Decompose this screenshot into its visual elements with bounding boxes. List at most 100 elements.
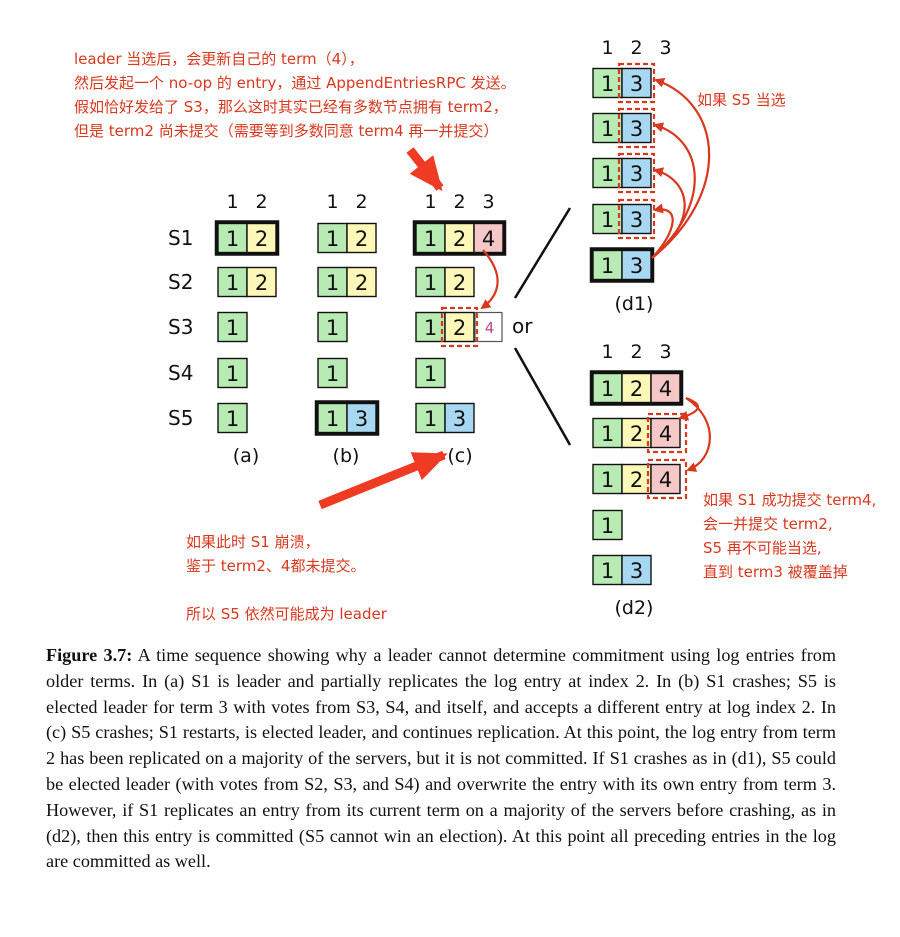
log-entry-d1-s2-2 — [621, 112, 652, 144]
annotation-if-s1-commits-term4-line-0: 如果 S1 成功提交 term4, — [703, 491, 876, 509]
scenario-caption-d2: (d2) — [615, 597, 654, 619]
replication-arrow-d1-s2 — [651, 122, 696, 259]
dashed-box-d1-s4 — [617, 198, 656, 240]
log-entry-term-d1-s4-2: 3 — [630, 208, 643, 232]
log-entry-term-d2-s3-2: 2 — [630, 468, 643, 492]
log-entry-term-d1-s2-2: 3 — [630, 117, 643, 141]
annotation-if-s1-commits-term4-line-3: 直到 term3 被覆盖掉 — [703, 563, 848, 581]
scenario-caption-d1: (d1) — [615, 293, 654, 315]
log-entry-term-b-s4-1: 1 — [326, 362, 339, 386]
log-entry-term-d1-s3-2: 3 — [630, 162, 643, 186]
index-header-d1-2: 2 — [630, 37, 642, 59]
annotation-if-s5-elected: 如果 S5 当选 — [697, 91, 786, 109]
annotation-leader-elected-line-1: 然后发起一个 no-op 的 entry，通过 AppendEntriesRPC… — [74, 74, 516, 92]
log-entry-a-s1-2 — [246, 222, 277, 254]
log-entry-c-s3-2 — [444, 311, 475, 343]
dashed-box-d1-s3 — [617, 152, 656, 194]
log-entry-d2-s4-1 — [592, 509, 623, 541]
log-entry-term-b-s5-1: 1 — [326, 407, 339, 431]
server-label-s4: S4 — [168, 361, 193, 385]
log-entry-term-a-s4-1: 1 — [226, 362, 239, 386]
log-entry-d1-s2-1 — [592, 112, 623, 144]
log-entry-term-d2-s1-3: 4 — [659, 377, 672, 401]
log-entry-term-d2-s2-2: 2 — [630, 422, 643, 446]
log-entry-term-c-s5-2: 3 — [453, 407, 466, 431]
dashed-box-c-s3-entry2 — [440, 306, 479, 348]
log-entry-term-d2-s2-3: 4 — [659, 422, 672, 446]
log-entry-term-b-s1-1: 1 — [326, 227, 339, 251]
log-entry-term-c-s4-1: 1 — [424, 362, 437, 386]
log-entry-term-d2-s1-1: 1 — [601, 377, 614, 401]
log-entry-b-s5-2 — [346, 402, 377, 434]
log-entry-b-s2-2 — [346, 266, 377, 298]
annotation-if-s1-crashes-line-1: 鉴于 term2、4都未提交。 — [186, 557, 365, 575]
figure-caption: Figure 3.7: A time sequence showing why … — [46, 643, 836, 875]
index-header-b-1: 1 — [326, 191, 338, 213]
log-entry-term-c-s5-1: 1 — [424, 407, 437, 431]
replication-arrow-d1-s1 — [651, 78, 711, 259]
log-entry-d2-s5-1 — [592, 554, 623, 586]
annotation-leader-elected-line-2: 假如恰好发给了 S3，那么这时其实已经有多数节点拥有 term2， — [74, 98, 508, 116]
index-header-d2-1: 1 — [601, 341, 613, 363]
log-entry-term-c-s1-3: 4 — [482, 227, 495, 251]
red-arrow-up — [318, 450, 448, 510]
log-entry-term-a-s3-1: 1 — [226, 316, 239, 340]
log-entry-a-s2-2 — [246, 266, 277, 298]
scenario-caption-b: (b) — [333, 445, 360, 467]
raft-log-diagram: leader 当选后，会更新自己的 term（4）， 然后发起一个 no-op 的… — [74, 37, 876, 623]
annotation-if-s1-crashes-line-0: 如果此时 S1 崩溃， — [186, 533, 320, 551]
log-entry-term-d1-s1-2: 3 — [630, 72, 643, 96]
log-entry-a-s5-1 — [217, 402, 248, 434]
leader-outline-a — [214, 220, 280, 256]
branch-line-d1 — [513, 207, 572, 299]
log-entry-d2-s5-2 — [621, 554, 652, 586]
log-entry-d1-s3-2 — [621, 157, 652, 189]
log-entry-c-s3-1 — [415, 311, 446, 343]
or-label: or — [512, 314, 533, 338]
log-entry-d1-s4-2 — [621, 203, 652, 235]
figure-caption-text: A time sequence showing why a leader can… — [46, 645, 837, 872]
log-entry-term-d1-s5-1: 1 — [601, 254, 614, 278]
leader-outline-d1 — [589, 247, 655, 283]
log-entry-term-d2-s1-2: 2 — [630, 377, 643, 401]
log-entry-term-d1-s2-1: 1 — [601, 117, 614, 141]
index-header-a-1: 1 — [226, 191, 238, 213]
replication-arrow-d2-s3 — [685, 397, 711, 472]
log-entry-a-s3-1 — [217, 311, 248, 343]
branch-line-d2 — [513, 347, 572, 446]
server-label-s2: S2 — [168, 270, 193, 294]
log-entry-term-a-s2-1: 1 — [226, 271, 239, 295]
log-entry-c-s2-2 — [444, 266, 475, 298]
scenario-caption-c: (c) — [447, 445, 472, 467]
server-label-s5: S5 — [168, 406, 193, 430]
log-entry-d2-s3-1 — [592, 463, 623, 495]
log-entry-term-b-s2-2: 2 — [355, 271, 368, 295]
dashed-box-d1-s1 — [617, 62, 656, 104]
log-entry-c-s2-1 — [415, 266, 446, 298]
leader-outline-b — [314, 400, 380, 436]
log-entry-term-d2-s2-1: 1 — [601, 422, 614, 446]
log-entry-b-s3-1 — [317, 311, 348, 343]
log-entry-term-a-s1-2: 2 — [255, 227, 268, 251]
index-header-b-2: 2 — [355, 191, 367, 213]
log-entry-term-b-s1-2: 2 — [355, 227, 368, 251]
red-arrow-down — [406, 147, 444, 192]
annotation-if-s1-crashes: 如果此时 S1 崩溃，鉴于 term2、4都未提交。所以 S5 依然可能成为 l… — [186, 533, 388, 623]
index-header-c-1: 1 — [424, 191, 436, 213]
log-entry-term-d1-s5-2: 3 — [630, 254, 643, 278]
log-entry-d1-s1-2 — [621, 67, 652, 99]
log-entry-b-s4-1 — [317, 357, 348, 389]
log-entry-term-c-s3-2: 2 — [453, 316, 466, 340]
dashed-box-d1-s2 — [617, 107, 656, 149]
log-entry-b-s1-1 — [317, 222, 348, 254]
log-entry-term-d2-s5-1: 1 — [601, 559, 614, 583]
index-header-a-2: 2 — [255, 191, 267, 213]
annotation-leader-elected-line-0: leader 当选后，会更新自己的 term（4）， — [74, 50, 364, 68]
log-entry-term-d1-s3-1: 1 — [601, 162, 614, 186]
ghost-entry-c-s3 — [474, 311, 503, 343]
ghost-entry-term-c-s3: 4 — [485, 319, 495, 337]
